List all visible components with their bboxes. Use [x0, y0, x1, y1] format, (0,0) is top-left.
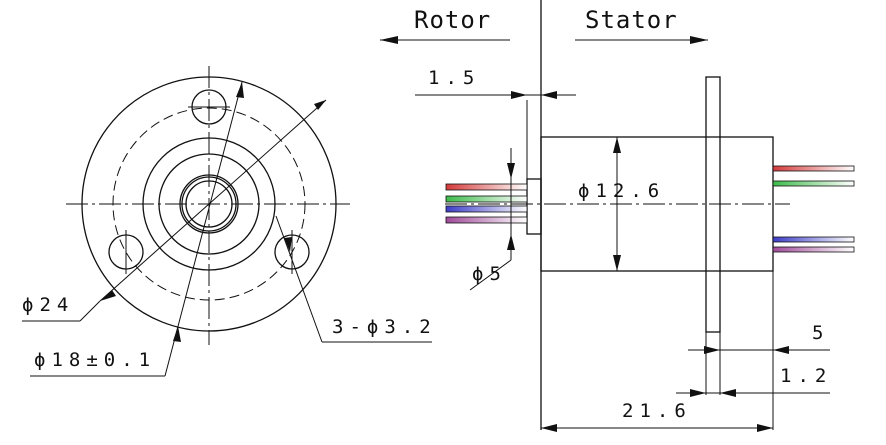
stator-arrow — [690, 36, 708, 44]
d24-radius-line — [208, 99, 327, 205]
body-outer-circle — [142, 137, 276, 271]
body-inner-circle — [158, 153, 260, 255]
d24-leader-elbow — [79, 300, 101, 322]
stator-wire-purple — [772, 246, 855, 253]
rotor-wire-green — [445, 195, 528, 203]
dim-21-6-arrow-right — [757, 424, 773, 432]
dim-d5-leader — [469, 259, 512, 291]
dim-d12-6-arrow-top — [613, 137, 621, 153]
holes-arrow — [284, 237, 292, 252]
d18-arrow-top — [236, 82, 244, 98]
stator-wire-red — [772, 165, 855, 172]
dim-1-2-arrow-right — [720, 389, 736, 397]
dim-1-5-arrow-right — [541, 91, 557, 99]
flange-plate — [705, 76, 721, 333]
label-d18: ϕ18±0.1 — [34, 349, 156, 371]
label-rotor: Rotor — [414, 6, 491, 34]
dim-d5-arrow-bottom — [507, 234, 515, 250]
dim-5-arrow-left — [704, 346, 720, 354]
holes-leader — [275, 215, 323, 343]
rotor-wire-blue — [445, 205, 528, 213]
dim-d5-arrow-top — [507, 163, 515, 179]
d18-arrow-low — [173, 326, 181, 342]
label-5: 5 — [812, 322, 829, 344]
d24-leader — [99, 203, 210, 302]
stator-wire-green — [772, 180, 855, 187]
label-d24: ϕ24 — [22, 294, 74, 316]
label-1-2: 1.2 — [780, 365, 832, 387]
label-1-5: 1.5 — [428, 67, 480, 89]
d24-arrow — [314, 100, 326, 110]
outer-flange-circle — [81, 76, 337, 332]
front-view — [22, 66, 432, 377]
stator-wire-blue — [772, 236, 855, 243]
label-d12-6: ϕ12.6 — [578, 180, 665, 202]
dim-1-5-arrow-left — [511, 91, 527, 99]
rotor-arrow — [380, 36, 398, 44]
dim-1-2-arrow-left — [690, 389, 706, 397]
dim-d12-6-arrow-bottom — [613, 255, 621, 271]
d24-arrow-low — [100, 290, 116, 301]
label-d5: ϕ5 — [472, 263, 507, 285]
rotor-outer-circle — [179, 174, 239, 234]
rotor-hub — [526, 178, 542, 235]
dim-21-6-arrow-left — [541, 424, 557, 432]
label-stator: Stator — [585, 6, 678, 34]
label-holes: 3-ϕ3.2 — [332, 316, 437, 338]
rotor-ring-circle — [181, 176, 237, 232]
rotor-wire-purple — [445, 216, 528, 224]
bolt-circle — [112, 107, 306, 301]
dim-5-arrow-right — [773, 346, 789, 354]
label-21-6: 21.6 — [622, 400, 692, 422]
rotor-wire-red — [445, 183, 528, 191]
side-view — [380, 0, 855, 432]
rotor-inner-circle — [185, 180, 233, 228]
